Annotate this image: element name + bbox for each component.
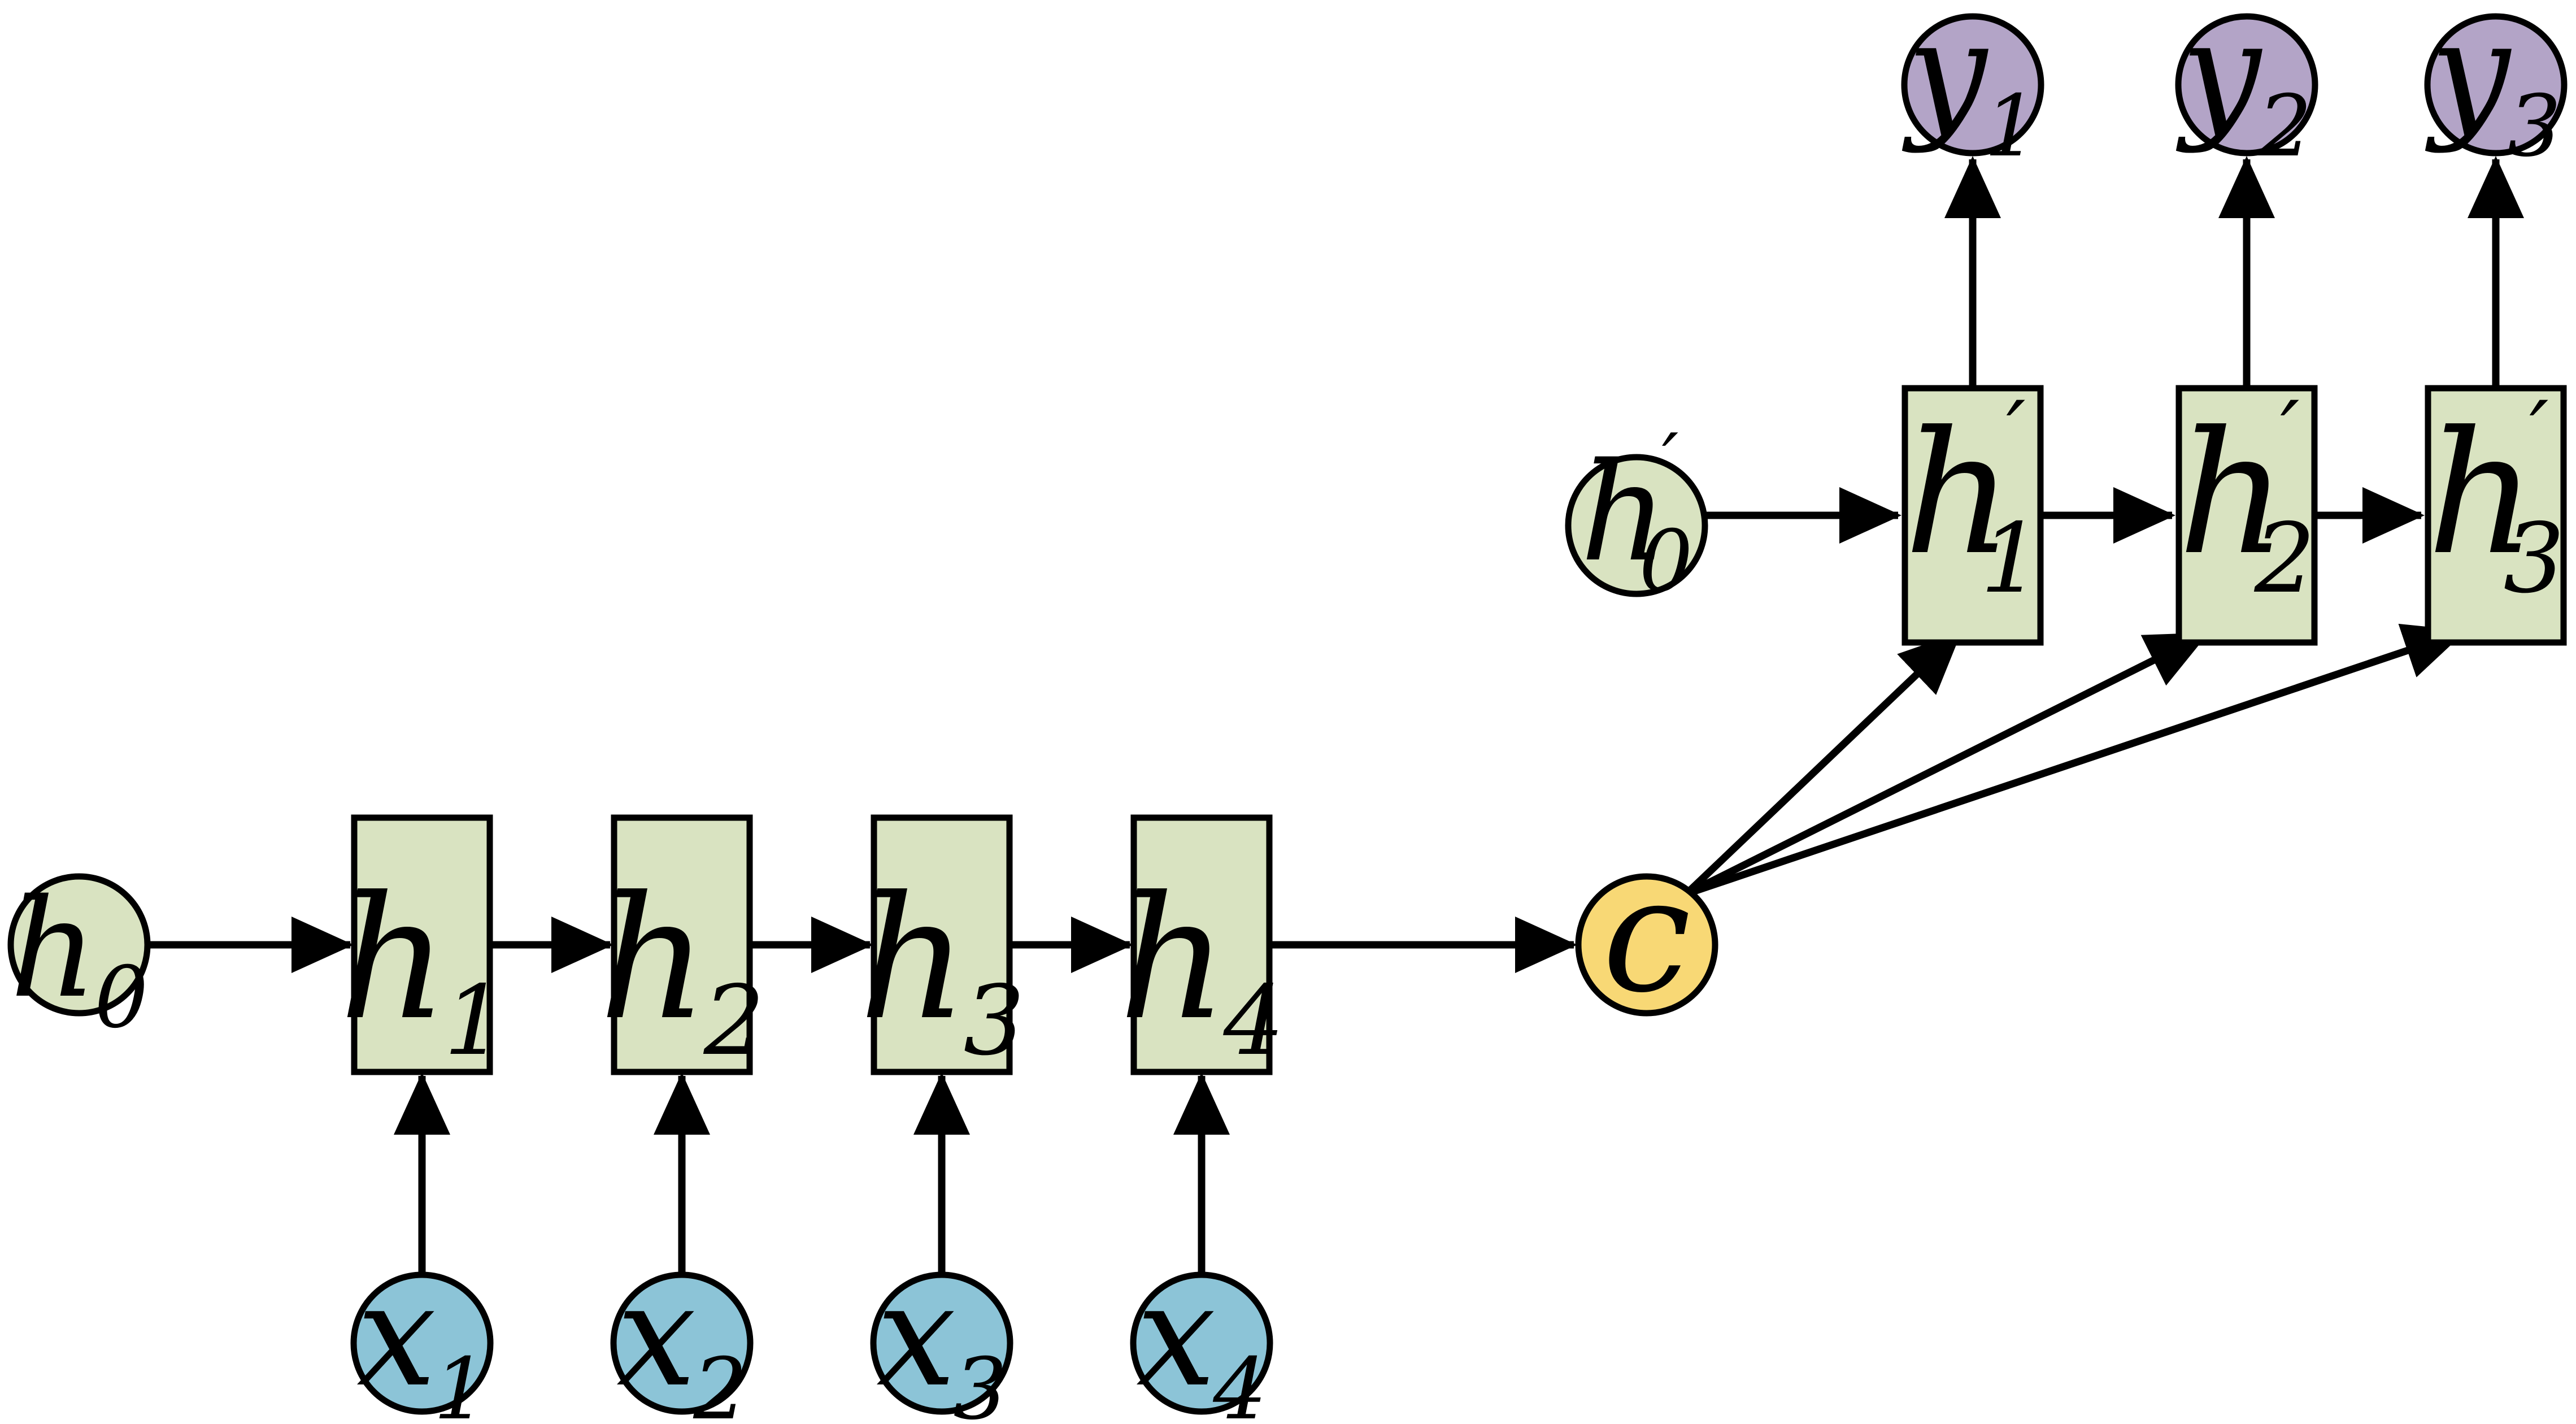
label-y2: y2	[2175, 0, 2312, 176]
label-h2-prime-base: h	[2178, 395, 2287, 592]
label-h2-prime: h′ 2	[2178, 384, 2315, 615]
label-h2-prime-mark: ′	[2280, 384, 2299, 482]
label-h2: h2	[599, 860, 764, 1077]
label-h1-sub: 1	[444, 965, 505, 1077]
label-h0-prime-sub: 0	[1639, 513, 1692, 611]
label-h2-base: h	[599, 860, 708, 1057]
label-h1-base: h	[339, 860, 448, 1057]
label-h0-sub: 0	[94, 949, 148, 1047]
label-h1-prime-base: h	[1904, 395, 2013, 592]
label-y2-base: y	[2175, 0, 2262, 155]
arrow-c-to-h3-prime	[1685, 623, 2466, 898]
label-h3-prime-base: h	[2427, 395, 2536, 592]
output-node-y3	[2424, 13, 2568, 157]
label-y3-base: y	[2425, 0, 2512, 155]
label-h1-prime-sub: 1	[1981, 503, 2042, 615]
output-node-y1	[1901, 13, 2044, 157]
label-h0-prime-base: h	[1580, 433, 1668, 592]
label-h0: h0	[10, 870, 148, 1047]
label-x3: x3	[876, 1253, 1007, 1424]
encoder-state-rect-h3	[871, 814, 1013, 1075]
label-x2-sub: 2	[693, 1340, 747, 1424]
label-y1-base: y	[1901, 0, 1988, 155]
label-h4-sub: 4	[1223, 965, 1285, 1077]
label-h4-base: h	[1119, 860, 1228, 1057]
label-x4-sub: 4	[1212, 1340, 1267, 1424]
label-x3-sub: 3	[953, 1340, 1007, 1424]
label-h3-prime: h′ 3	[2427, 384, 2564, 615]
output-node-y2	[2175, 13, 2318, 157]
label-x2-base: x	[616, 1253, 696, 1418]
label-h1-prime: h′ 1	[1904, 384, 2041, 615]
arrow-c-to-h1-prime	[1683, 631, 1962, 897]
input-node-x2	[610, 1271, 754, 1415]
decoder-state-rect-h2-prime	[2175, 385, 2318, 646]
decoder-state-rect-h1-prime	[1901, 385, 2044, 646]
label-h3-prime-mark: ′	[2529, 384, 2548, 482]
label-x1-sub: 1	[433, 1340, 487, 1424]
decoder-state-rect-h3-prime	[2425, 385, 2567, 646]
label-y1: y1	[1901, 0, 2038, 176]
encoder-state-rect-h1	[351, 814, 493, 1075]
label-y1-sub: 1	[1984, 77, 2038, 176]
label-h3-prime-sub: 3	[2504, 503, 2565, 615]
encoder-state-rect-h2	[611, 814, 753, 1075]
label-h0-prime-mark: ′	[1662, 418, 1679, 503]
label-y3: y3	[2425, 0, 2561, 176]
label-h4: h4	[1119, 860, 1284, 1077]
context-vector-node-c	[1575, 873, 1718, 1017]
label-h0-base: h	[10, 870, 97, 1028]
label-x4: x4	[1136, 1253, 1267, 1424]
label-h3-sub: 3	[964, 965, 1025, 1077]
label-h1-prime-mark: ′	[2006, 384, 2025, 482]
label-x1: x1	[356, 1253, 487, 1424]
decoder-initial-state-node-h0-prime	[1565, 454, 1708, 597]
label-h2-prime-sub: 2	[2254, 503, 2316, 615]
input-node-x3	[870, 1271, 1013, 1415]
label-h2-sub: 2	[703, 965, 765, 1077]
input-node-x1	[350, 1271, 494, 1415]
encoder-state-rect-h4	[1130, 814, 1273, 1075]
label-h3: h3	[859, 860, 1024, 1077]
label-x2: x2	[616, 1253, 747, 1424]
label-h0-prime: h′ 0	[1580, 418, 1693, 611]
label-h1: h1	[339, 860, 504, 1077]
label-x3-base: x	[876, 1253, 956, 1418]
label-y2-sub: 2	[2257, 77, 2312, 176]
label-x4-base: x	[1136, 1253, 1216, 1418]
input-node-x4	[1130, 1271, 1273, 1415]
label-c-base: c	[1603, 844, 1691, 1028]
label-c: c	[1603, 844, 1691, 1028]
label-x1-base: x	[356, 1253, 436, 1418]
encoder-initial-state-node-h0	[7, 873, 151, 1017]
label-h3-base: h	[859, 860, 968, 1057]
label-y3-sub: 3	[2507, 77, 2561, 176]
arrow-c-to-h2-prime	[1685, 631, 2209, 897]
